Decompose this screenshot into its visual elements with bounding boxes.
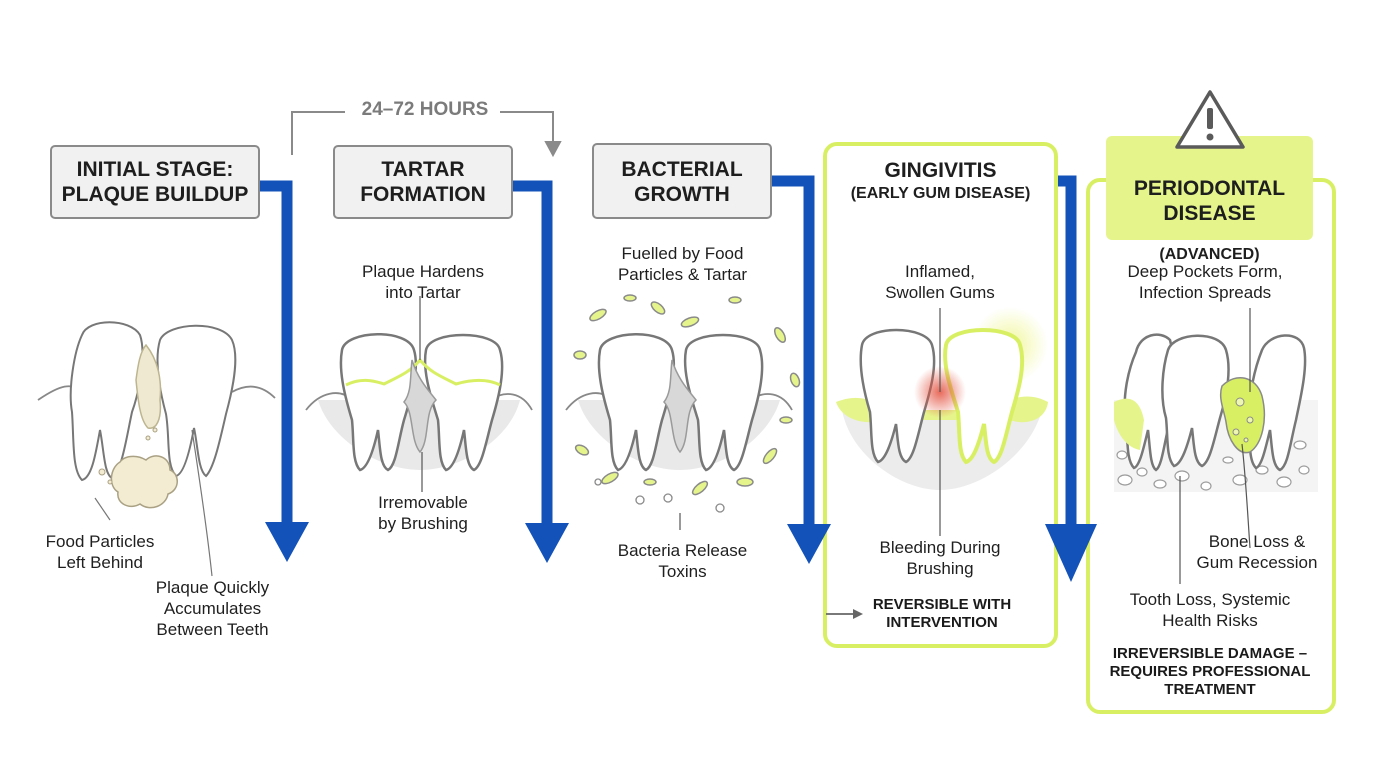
- stage-4-title: GINGIVITIS (EARLY GUM DISEASE): [850, 159, 1031, 202]
- timeline-duration-label: 24–72 HOURS: [361, 99, 489, 120]
- callout-plaque-accumulates: Plaque Quickly Accumulates Between Teeth: [155, 578, 270, 639]
- warning-triangle-icon: [1175, 90, 1245, 149]
- timeline-bracket: [291, 111, 562, 158]
- down-arrow-icon: [1045, 175, 1097, 582]
- callout-deep-pockets: Deep Pockets Form, Infection Spreads: [1127, 262, 1283, 302]
- callout-bleeding: Bleeding During Brushing: [879, 538, 1001, 578]
- callout-plaque-hardens: Plaque Hardens into Tartar: [362, 262, 484, 302]
- tartar-formation-illustration: [305, 296, 533, 492]
- down-arrow-icon: [513, 180, 569, 563]
- gingivitis-panel: [823, 142, 1058, 648]
- bacterial-growth-illustration: [565, 294, 801, 530]
- callout-bone-loss: Bone Loss & Gum Recession: [1196, 532, 1318, 572]
- periodontal-title-box: [1106, 136, 1313, 240]
- bacteria-cluster: [573, 294, 801, 496]
- gingivitis-illustration: [826, 307, 1048, 619]
- note-reversible: REVERSIBLE WITH INTERVENTION: [872, 596, 1012, 631]
- stage-3-title: BACTERIAL GROWTH: [592, 143, 772, 219]
- down-arrow-icon: [260, 180, 309, 562]
- note-irreversible: IRREVERSIBLE DAMAGE – REQUIRES PROFESSIO…: [1109, 645, 1311, 698]
- callout-tooth-loss: Tooth Loss, Systemic Health Risks: [1129, 590, 1291, 630]
- toxin-particles: [594, 478, 725, 513]
- callout-food-particles: Food Particles Left Behind: [45, 532, 155, 572]
- callout-fuelled-by-food: Fuelled by Food Particles & Tartar: [617, 244, 748, 284]
- stage-2-title: TARTAR FORMATION: [333, 145, 513, 219]
- flow-arrows: [260, 175, 1097, 582]
- stage-1-title: INITIAL STAGE: PLAQUE BUILDUP: [50, 145, 260, 219]
- callout-inflamed-gums: Inflamed, Swollen Gums: [885, 262, 995, 302]
- down-arrow-icon: [772, 175, 831, 564]
- periodontal-illustration: [1114, 308, 1318, 584]
- callout-irremovable: Irremovable by Brushing: [378, 493, 468, 533]
- plaque-buildup-illustration: [37, 321, 276, 577]
- callout-bacteria-toxins: Bacteria Release Toxins: [617, 541, 748, 581]
- stage-5-title: PERIODONTAL DISEASE (ADVANCED): [1133, 177, 1286, 263]
